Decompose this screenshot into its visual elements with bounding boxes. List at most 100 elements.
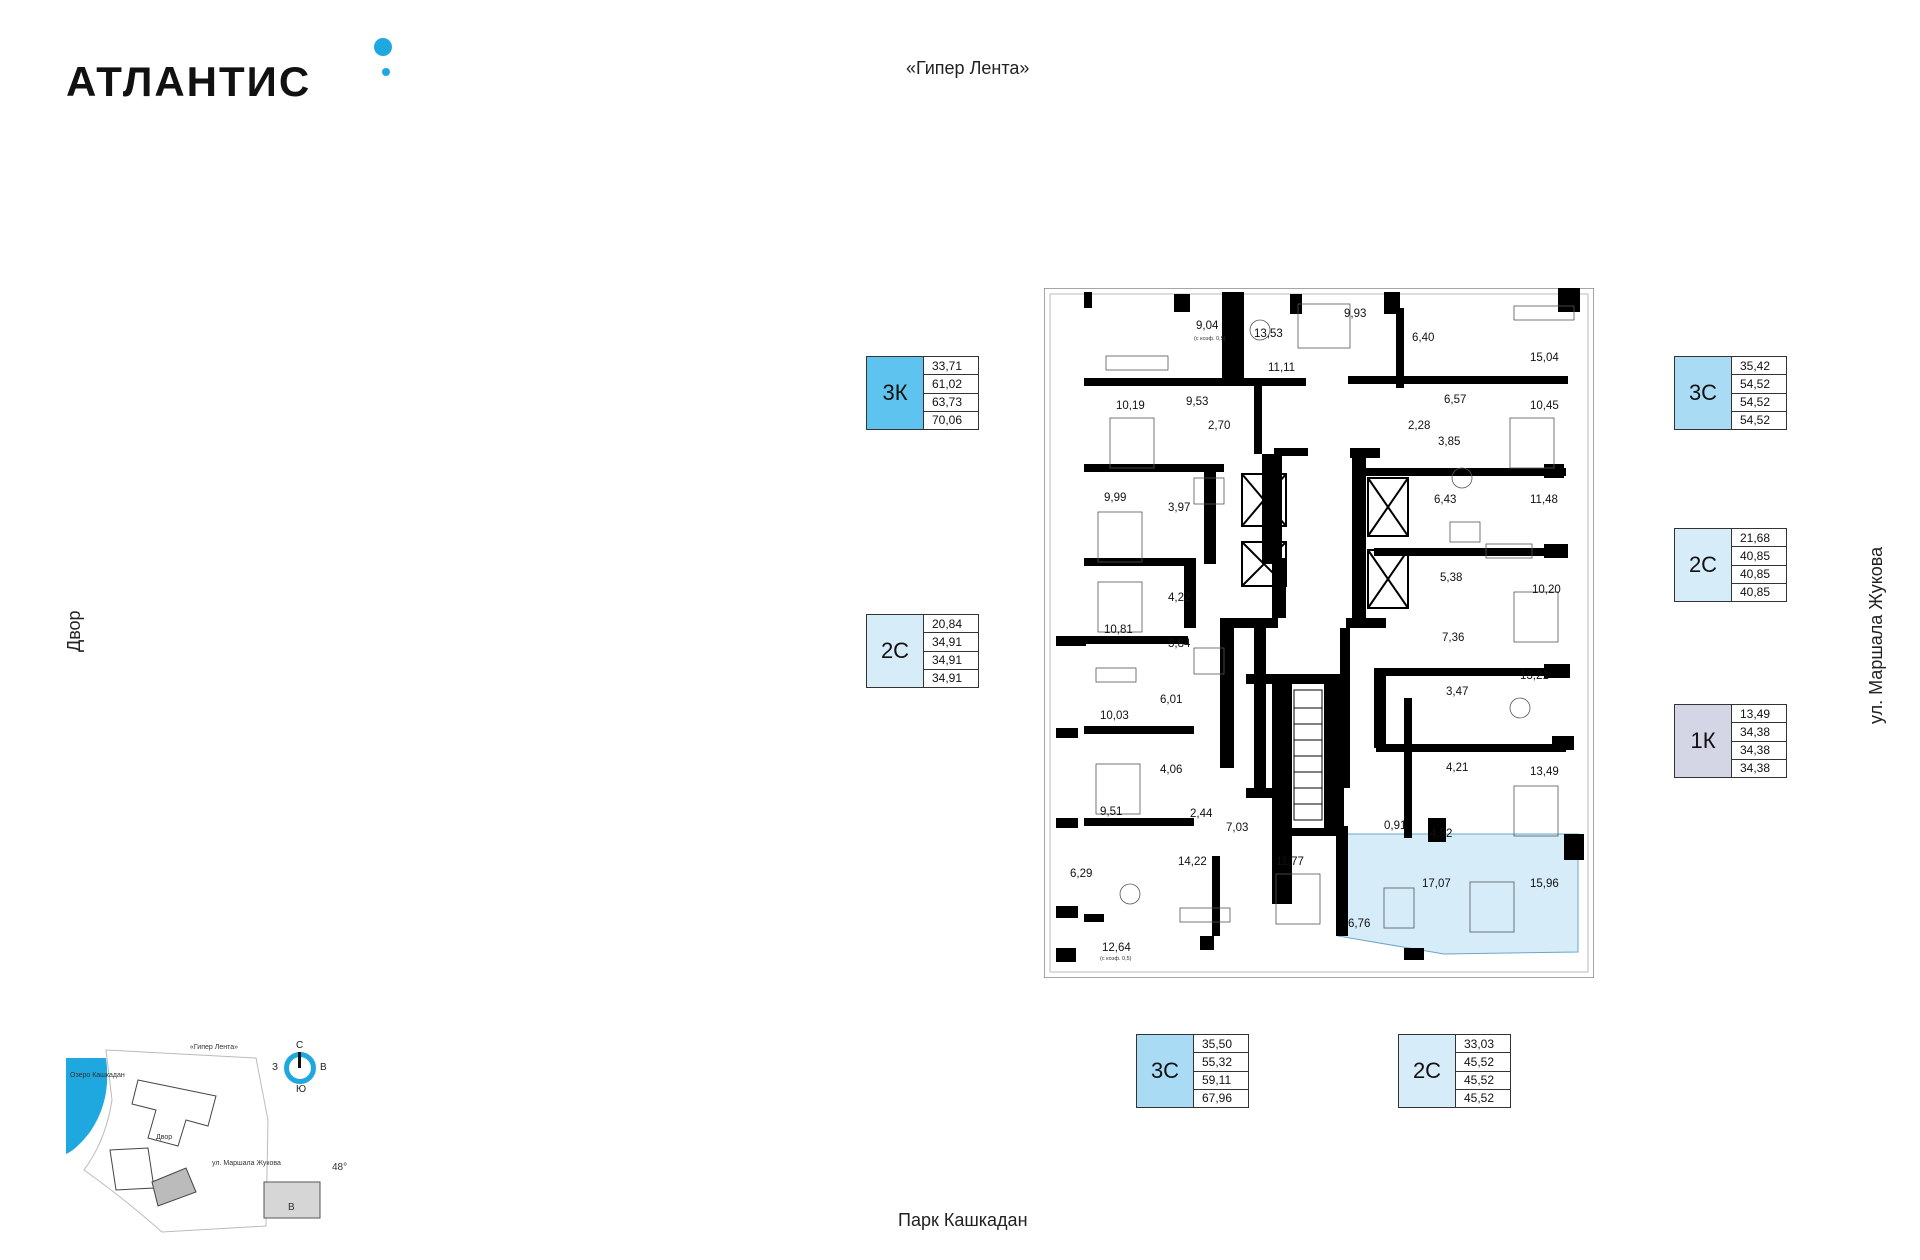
apartment-badge-2c-right[interactable]: 2С 21,68 40,85 40,85 40,85	[1674, 528, 1787, 602]
badge-value: 33,03	[1456, 1035, 1510, 1054]
floor-plan: 9,04 13,53 11,11 9,93 6,40 15,04 10,19 9…	[1044, 288, 1594, 978]
room-area: 11,77	[1276, 856, 1304, 868]
badge-value: 63,73	[924, 394, 978, 412]
badge-value: 34,91	[924, 633, 978, 652]
badge-value: 35,50	[1194, 1035, 1248, 1054]
right-landmark-label: ул. Маршала Жукова	[1866, 546, 1886, 724]
minimap-lake-label: Озеро Кашкадан	[70, 1072, 125, 1079]
room-area: 2,28	[1408, 420, 1431, 432]
badge-value: 33,71	[924, 357, 978, 376]
apartment-badge-3c-bottom[interactable]: 3С 35,50 55,32 59,11 67,96	[1136, 1034, 1249, 1108]
room-area: 14,22	[1178, 856, 1207, 868]
room-area: 13,21	[1520, 670, 1549, 682]
room-area: 2,44	[1190, 808, 1213, 820]
room-area: 6,40	[1412, 332, 1435, 344]
room-area: 6,57	[1444, 394, 1467, 406]
room-area: 9,93	[1344, 308, 1367, 320]
room-area: 10,45	[1530, 400, 1559, 412]
room-area: 3,97	[1168, 502, 1191, 514]
room-area: 7,36	[1442, 632, 1465, 644]
minimap-section-label: В	[288, 1202, 295, 1213]
room-area: 10,19	[1116, 400, 1145, 412]
badge-value: 40,85	[1740, 585, 1771, 600]
room-area: 9,53	[1186, 396, 1209, 408]
room-area: 12,64	[1102, 942, 1131, 954]
badge-value: 54,52	[1740, 413, 1771, 428]
badge-code: 3С	[1137, 1035, 1194, 1107]
badge-value: 34,38	[1732, 742, 1786, 760]
room-area: 6,43	[1434, 494, 1457, 506]
room-area: 4,06	[1160, 764, 1183, 776]
badge-value: 67,96	[1202, 1091, 1233, 1106]
badge-value: 45,52	[1456, 1072, 1510, 1090]
room-area: 10,20	[1532, 584, 1561, 596]
badge-value: 21,68	[1732, 529, 1786, 548]
badge-value: 54,52	[1732, 375, 1786, 394]
badge-value: 20,84	[924, 615, 978, 634]
room-area: 4,21	[1446, 762, 1469, 774]
room-area: 4,82	[1430, 828, 1453, 840]
brand-logo: АТЛАНТИС	[66, 58, 312, 105]
minimap-angle-label: 48°	[332, 1162, 348, 1173]
badge-value: 40,85	[1732, 547, 1786, 566]
badge-value: 45,52	[1464, 1091, 1495, 1106]
room-area: 3,47	[1446, 686, 1469, 698]
room-area: 3,85	[1438, 436, 1461, 448]
room-area: 17,07	[1422, 878, 1451, 890]
room-area: 6,01	[1160, 694, 1183, 706]
badge-code: 3С	[1675, 357, 1732, 429]
badge-value: 61,02	[924, 375, 978, 394]
badge-value: 34,38	[1740, 761, 1771, 776]
apartment-badge-2c-left[interactable]: 2С 20,84 34,91 34,91 34,91	[866, 614, 979, 688]
minimap-top-label: «Гипер Лента»	[190, 1044, 238, 1051]
logo-dot-small-icon	[382, 68, 390, 76]
site-minimap: Озеро Кашкадан «Гипер Лента» Двор ул. Ма…	[66, 1040, 366, 1240]
compass-needle-icon	[298, 1052, 301, 1068]
room-area: 11,48	[1530, 494, 1558, 506]
badge-value: 59,11	[1194, 1072, 1248, 1090]
badge-code: 1К	[1675, 705, 1732, 777]
logo-dot-icon	[374, 38, 392, 56]
room-area: 0,91	[1384, 820, 1407, 832]
minimap-drawing	[66, 1049, 321, 1233]
apartment-badge-1k[interactable]: 1К 13,49 34,38 34,38 34,38	[1674, 704, 1787, 778]
room-area: 6,29	[1070, 868, 1093, 880]
room-area: 13,53	[1254, 328, 1283, 340]
badge-code: 2С	[1675, 529, 1732, 601]
badge-value: 34,91	[932, 671, 963, 686]
room-area: 10,03	[1100, 710, 1129, 722]
room-area: 15,04	[1530, 352, 1559, 364]
balcony-coefficient-note: (с коэф. 0,5)	[1100, 956, 1132, 962]
badge-value: 35,42	[1732, 357, 1786, 376]
apartment-badge-3k[interactable]: 3К 33,71 61,02 63,73 70,06	[866, 356, 979, 430]
room-area: 10,81	[1104, 624, 1133, 636]
room-area: 6,76	[1348, 918, 1371, 930]
room-area: 5,38	[1440, 572, 1463, 584]
room-area: 9,99	[1104, 492, 1127, 504]
badge-value: 70,06	[932, 413, 963, 428]
badge-value: 13,49	[1732, 705, 1786, 724]
apartment-badge-2c-bottom[interactable]: 2С 33,03 45,52 45,52 45,52	[1398, 1034, 1511, 1108]
room-area: 9,51	[1100, 806, 1123, 818]
compass-south: Ю	[296, 1084, 307, 1095]
apartment-badge-3c-right[interactable]: 3С 35,42 54,52 54,52 54,52	[1674, 356, 1787, 430]
room-area: 2,70	[1208, 420, 1231, 432]
minimap-street-label: ул. Маршала Жукова	[212, 1160, 281, 1167]
badge-code: 2С	[867, 615, 924, 687]
room-area: 3,84	[1168, 638, 1191, 650]
room-area: 15,96	[1530, 878, 1559, 890]
badge-value: 45,52	[1456, 1053, 1510, 1072]
badge-value: 55,32	[1194, 1053, 1248, 1072]
badge-value: 54,52	[1732, 394, 1786, 412]
badge-value: 34,91	[924, 652, 978, 670]
room-area: 7,03	[1226, 822, 1249, 834]
bottom-landmark-label: Парк Кашкадан	[898, 1210, 1028, 1230]
compass-west: З	[272, 1062, 279, 1073]
compass-north: С	[296, 1040, 304, 1051]
compass-east: В	[320, 1062, 327, 1073]
room-area: 4,22	[1168, 592, 1191, 604]
top-landmark-label: «Гипер Лента»	[906, 58, 1030, 78]
room-area: 13,49	[1530, 766, 1559, 778]
balcony-coefficient-note: (с коэф. 0,5)	[1194, 336, 1226, 342]
floor-plan-drawing	[1044, 288, 1594, 978]
